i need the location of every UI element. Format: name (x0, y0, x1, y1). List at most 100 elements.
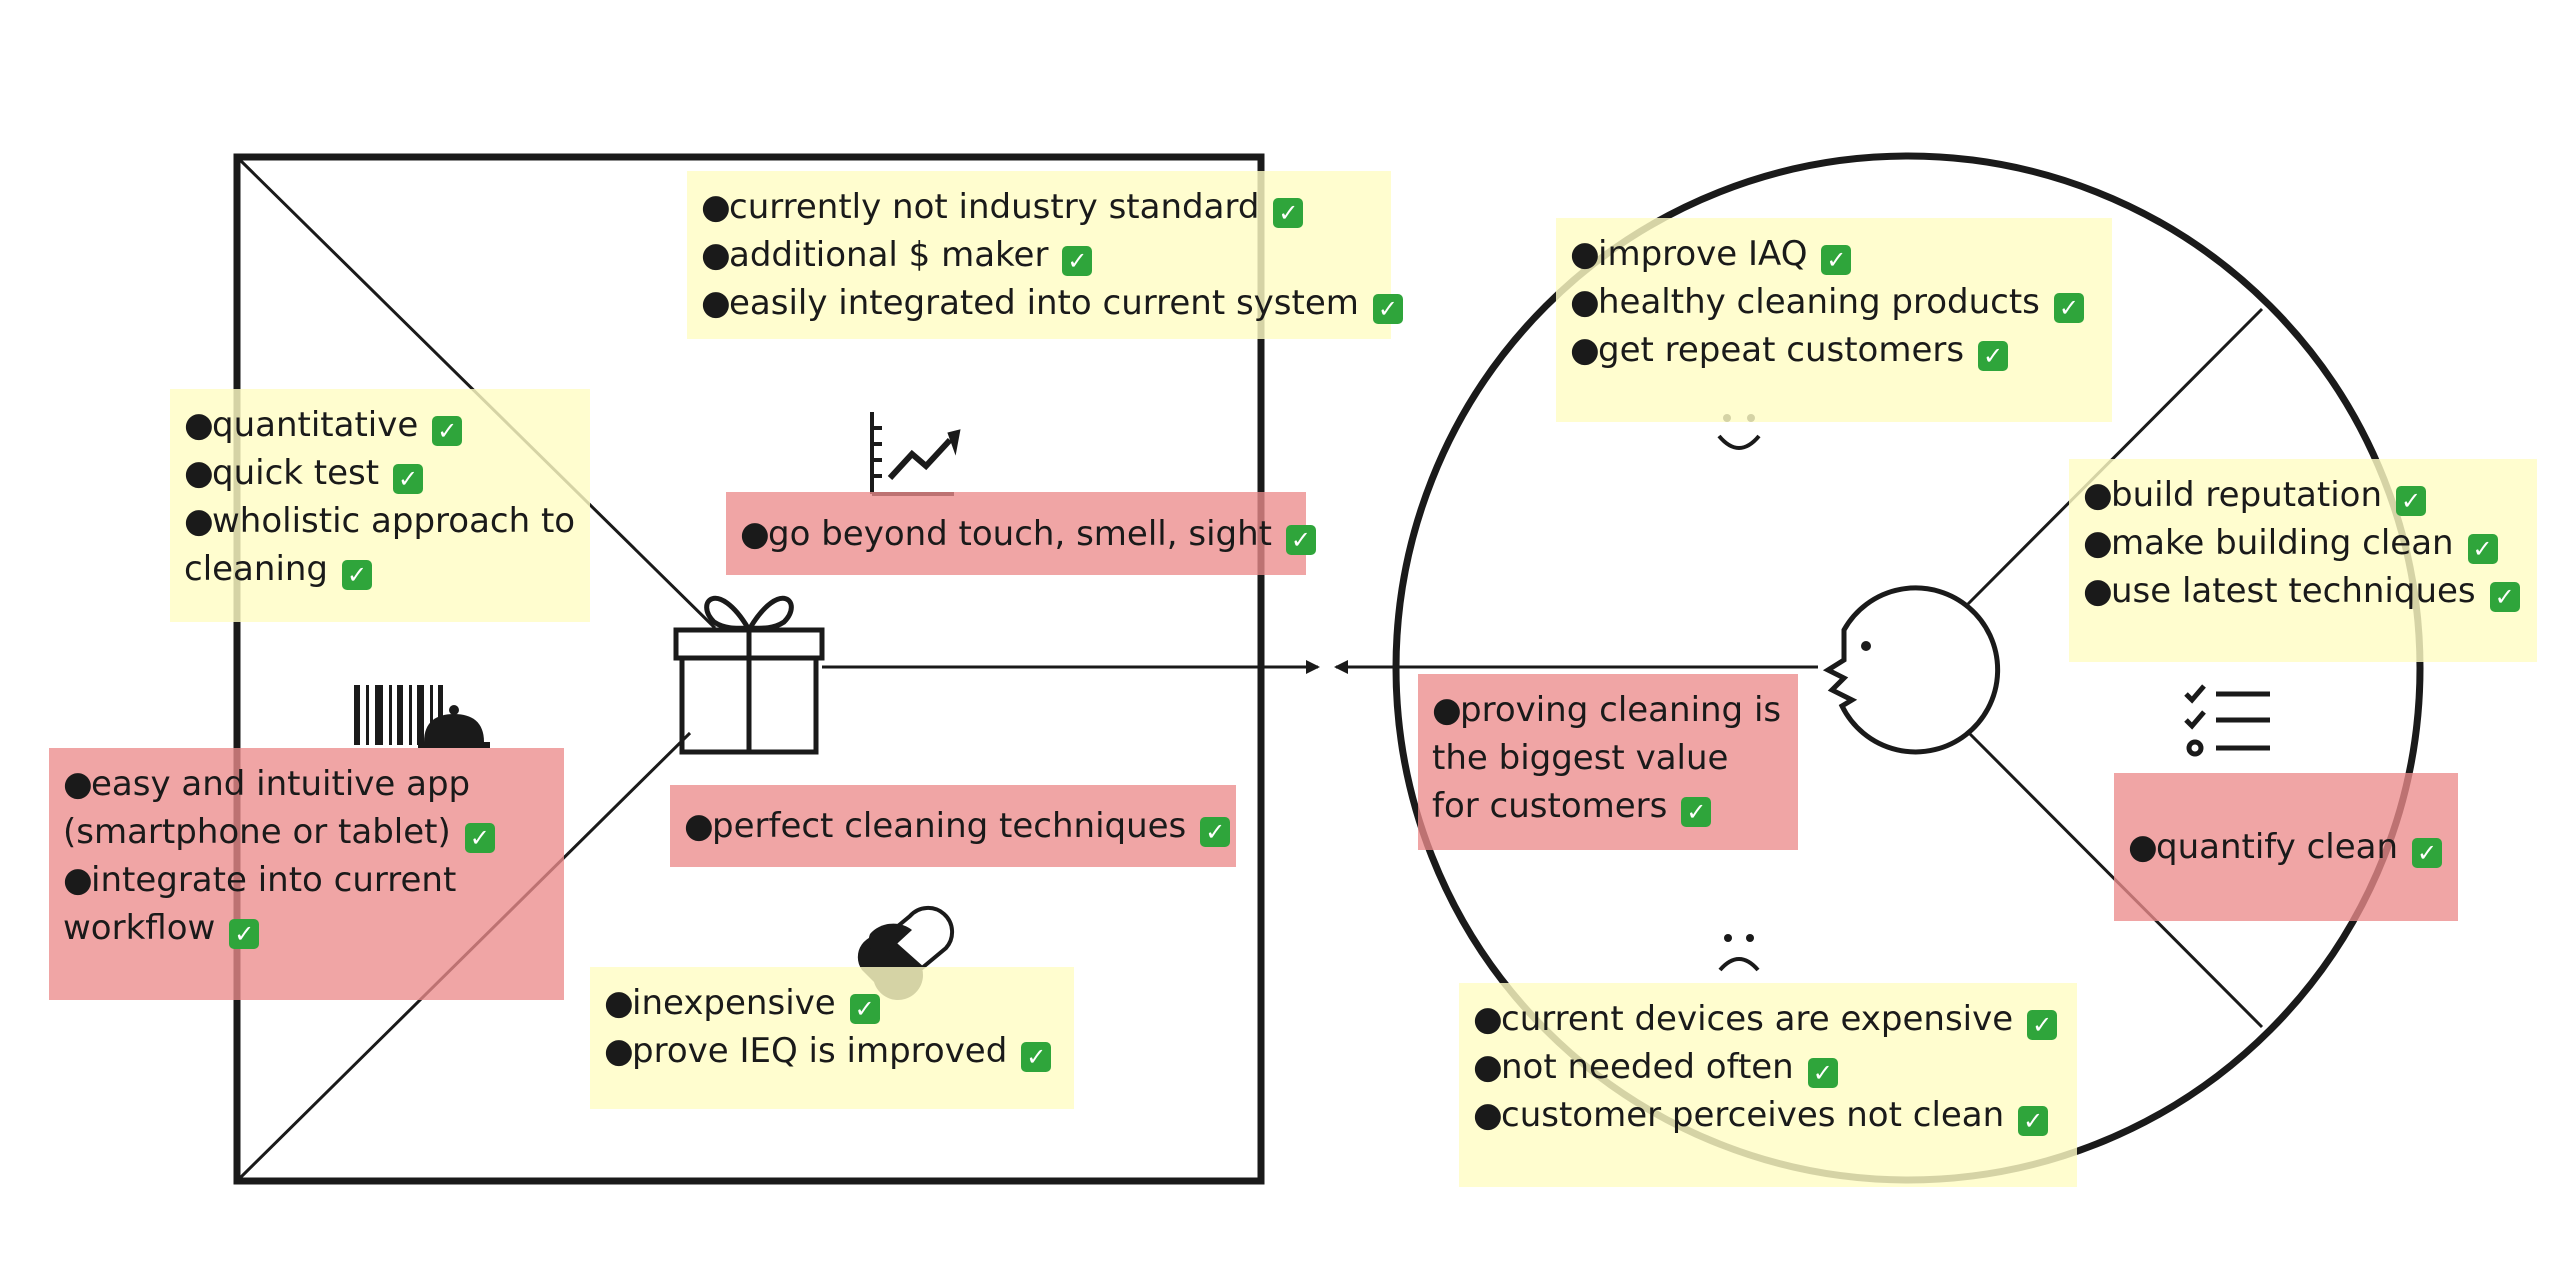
bullet-icon: ● (684, 806, 714, 846)
check-mark-icon[interactable]: ✓ (1285, 524, 1316, 555)
note-item-text: additional $ maker (729, 235, 1049, 275)
note-perfect-cleaning[interactable]: ●perfect cleaning techniques ✓ (670, 785, 1236, 867)
check-mark-icon[interactable]: ✓ (2489, 582, 2520, 612)
note-item-text: not needed often (1501, 1047, 1794, 1087)
note-pains[interactable]: ●current devices are expensive✓●not need… (1459, 983, 2077, 1187)
note-item-text: inexpensive (632, 983, 836, 1023)
note-item: ●quick test ✓ (184, 449, 576, 497)
check-mark-icon[interactable]: ✓ (2027, 1010, 2058, 1040)
customer-face-icon (1822, 585, 2001, 755)
note-item: ●improve IAQ ✓ (1570, 230, 2098, 278)
check-mark-icon[interactable]: ✓ (393, 464, 424, 494)
check-mark-icon[interactable]: ✓ (464, 823, 495, 853)
bullet-icon: ● (184, 501, 214, 541)
note-item-text: easy and intuitive app (smartphone or ta… (63, 764, 471, 852)
bullet-icon: ● (184, 453, 214, 493)
note-item-text: wholistic approach to cleaning (184, 501, 576, 589)
bullet-icon: ● (2083, 523, 2113, 563)
note-item: ●use latest techniques✓ (2083, 567, 2523, 615)
note-jobs[interactable]: ●build reputation✓●make building clean✓●… (2069, 459, 2537, 662)
check-mark-icon[interactable]: ✓ (1821, 245, 1852, 275)
note-products-services[interactable]: ●quantitative✓●quick test✓●wholistic app… (170, 389, 590, 622)
bullet-icon: ● (184, 405, 214, 445)
bullet-icon: ● (2128, 827, 2158, 867)
bullet-icon: ● (701, 235, 731, 275)
note-item-text: get repeat customers (1598, 330, 1965, 370)
note-item-text: customer perceives not clean (1501, 1095, 2005, 1135)
note-item: ●proving cleaning is the biggest value f… (1432, 686, 1784, 830)
note-item-text: go beyond touch, smell, sight (768, 513, 1272, 554)
check-mark-icon[interactable]: ✓ (432, 416, 463, 446)
note-app[interactable]: ●easy and intuitive app (smartphone or t… (49, 748, 564, 1000)
check-mark-icon[interactable]: ✓ (1273, 198, 1304, 228)
note-item: ●not needed often ✓ (1473, 1043, 2063, 1091)
bullet-icon: ● (1570, 234, 1600, 274)
note-item: ●easy and intuitive app (smartphone or t… (63, 760, 550, 856)
note-item: ●make building clean ✓ (2083, 519, 2523, 567)
bullet-icon: ● (701, 283, 731, 323)
note-go-beyond[interactable]: ●go beyond touch, smell, sight✓ (726, 492, 1316, 575)
note-gain-creators[interactable]: ●currently not industry standard✓●additi… (687, 171, 1403, 339)
note-item: ●customer perceives not clean ✓ (1473, 1091, 2063, 1139)
note-item: ●wholistic approach to cleaning✓ (184, 497, 576, 593)
note-quantify[interactable]: ●quantify clean ✓ (2114, 773, 2458, 921)
note-pain-relievers[interactable]: ●inexpensive ✓● prove IEQ is improved ✓ (590, 967, 1074, 1109)
check-mark-icon[interactable]: ✓ (1372, 294, 1403, 324)
service-bell-icon (418, 705, 490, 748)
note-item-text: quantitative (212, 405, 419, 445)
note-item-text: quantify clean (2156, 827, 2399, 867)
note-item-text: prove IEQ is improved (632, 1031, 1008, 1071)
bullet-icon: ● (1473, 1047, 1503, 1087)
note-item-text: build reputation (2111, 475, 2382, 515)
check-mark-icon[interactable]: ✓ (229, 919, 260, 949)
note-item-text: integrate into current workflow (63, 860, 457, 948)
note-item: ●integrate into current workflow✓ (63, 856, 550, 952)
check-mark-icon[interactable]: ✓ (2396, 486, 2426, 516)
barcode-icon (354, 685, 443, 745)
bullet-icon: ● (1473, 1095, 1503, 1135)
check-mark-icon[interactable]: ✓ (2467, 534, 2498, 564)
note-item: ●quantitative ✓ (184, 401, 576, 449)
note-item: ●current devices are expensive ✓ (1473, 995, 2063, 1043)
check-mark-icon[interactable]: ✓ (1978, 341, 2009, 371)
bullet-icon: ● (63, 764, 93, 804)
note-item: ●easily integrated into current system ✓ (701, 279, 1403, 327)
bullet-icon: ● (2083, 475, 2113, 515)
bullet-icon: ● (1432, 690, 1462, 730)
gift-icon (673, 595, 825, 755)
growth-chart-icon (870, 412, 961, 496)
note-gains[interactable]: ●improve IAQ✓●healthy cleaning products✓… (1556, 218, 2112, 422)
check-mark-icon[interactable]: ✓ (342, 560, 373, 590)
circle-divider-upper (1964, 307, 2264, 608)
note-item-text: make building clean (2111, 523, 2454, 563)
note-item: ●inexpensive ✓ (604, 979, 1060, 1027)
check-mark-icon[interactable]: ✓ (1807, 1058, 1838, 1088)
check-mark-icon[interactable]: ✓ (1681, 797, 1712, 827)
note-item-text: quick test (212, 453, 380, 493)
note-item: ●build reputation ✓ (2083, 471, 2523, 519)
bullet-icon: ● (2083, 571, 2113, 611)
check-mark-icon[interactable]: ✓ (2053, 293, 2084, 323)
note-item-text: improve IAQ (1598, 234, 1808, 274)
check-mark-icon[interactable]: ✓ (849, 994, 880, 1024)
note-item: ●healthy cleaning products✓ (1570, 278, 2098, 326)
checklist-icon (2184, 684, 2270, 757)
note-item-text: current devices are expensive (1501, 999, 2014, 1039)
note-item: ●go beyond touch, smell, sight✓ (740, 510, 1316, 558)
check-mark-icon[interactable]: ✓ (2018, 1106, 2049, 1136)
bullet-icon: ● (1570, 282, 1600, 322)
bullet-icon: ● (63, 860, 93, 900)
check-mark-icon[interactable]: ✓ (1062, 246, 1093, 276)
check-mark-icon[interactable]: ✓ (1021, 1042, 1052, 1072)
frown-icon (1718, 934, 1760, 972)
note-item: ●perfect cleaning techniques ✓ (684, 802, 1231, 850)
bullet-icon: ● (604, 983, 634, 1023)
note-item-text: easily integrated into current system (729, 283, 1359, 323)
note-proving[interactable]: ●proving cleaning is the biggest value f… (1418, 674, 1798, 850)
check-mark-icon[interactable]: ✓ (1200, 817, 1231, 847)
note-item-text: perfect cleaning techniques (712, 806, 1187, 846)
check-mark-icon[interactable]: ✓ (2412, 838, 2443, 868)
bullet-icon: ● (1473, 999, 1503, 1039)
note-item: ●get repeat customers✓ (1570, 326, 2098, 374)
